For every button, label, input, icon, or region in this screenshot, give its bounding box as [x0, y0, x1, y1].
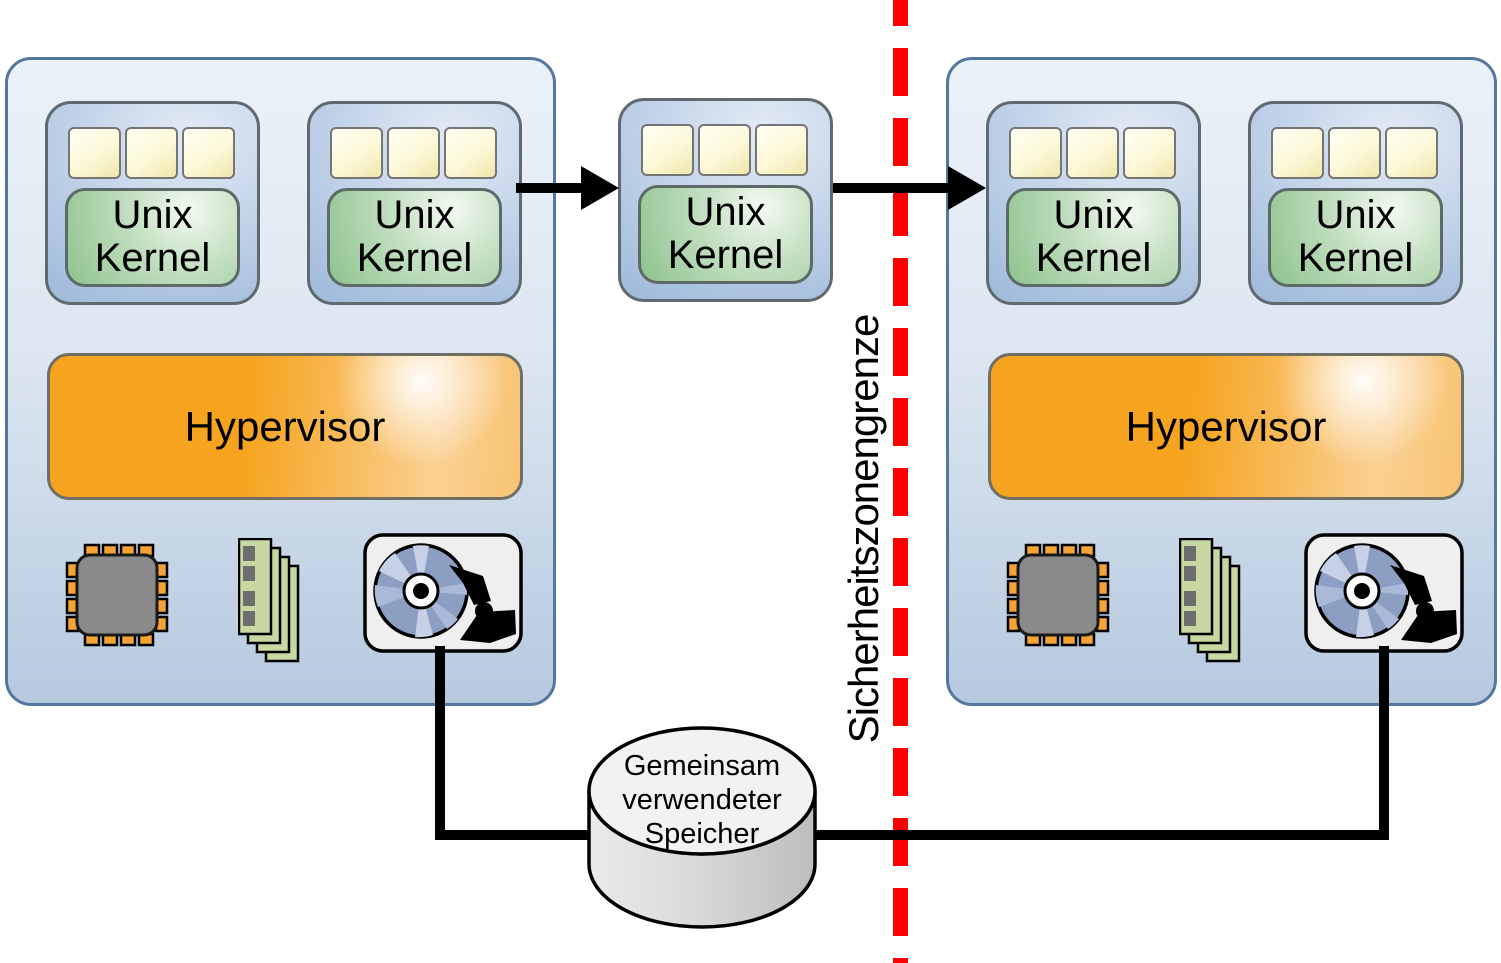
unix-kernel-box: Unix Kernel [638, 185, 813, 284]
security-zone-boundary-label: Sicherheitszonengrenze [840, 314, 887, 744]
app-slots [68, 127, 235, 179]
cpu-chip-icon [65, 543, 169, 647]
host-box-right: Unix Kernel Unix Kernel Hypervisor [946, 57, 1497, 706]
storage-label-line1: Gemeinsam [623, 750, 781, 782]
vm-box-left-1: Unix Kernel [45, 101, 260, 305]
kernel-label-line1: Unix [685, 190, 766, 234]
app-slot-square [755, 124, 808, 176]
storage-label-line2: verwendeter [622, 784, 782, 816]
app-slots [1271, 127, 1438, 179]
security-zone-boundary-dashed-line [893, 0, 908, 963]
hypervisor-label: Hypervisor [184, 402, 386, 450]
vm-box-right-2: Unix Kernel [1248, 101, 1463, 305]
app-slot-square [1066, 127, 1119, 179]
kernel-label-line1: Unix [1053, 193, 1134, 237]
app-slot-square [1328, 127, 1381, 179]
app-slot-square [1271, 127, 1324, 179]
kernel-label-line1: Unix [112, 193, 193, 237]
hypervisor-bar: Hypervisor [47, 353, 523, 500]
kernel-label-line2: Kernel [356, 236, 473, 280]
host-box-left: Unix Kernel Unix Kernel Hypervisor [5, 57, 556, 706]
memory-modules-icon [1179, 538, 1241, 663]
app-slot-square [330, 127, 383, 179]
vm-box-right-1: Unix Kernel [986, 101, 1201, 305]
shared-storage-connector-line [435, 646, 1389, 840]
app-slots [330, 127, 497, 179]
app-slot-square [125, 127, 178, 179]
vm-box-migrating: Unix Kernel [618, 98, 833, 302]
app-slot-square [1009, 127, 1062, 179]
app-slot-square [387, 127, 440, 179]
app-slot-square [68, 127, 121, 179]
unix-kernel-box: Unix Kernel [327, 188, 502, 287]
app-slots [1009, 127, 1176, 179]
storage-label-line3: Speicher [644, 818, 760, 850]
app-slot-square [698, 124, 751, 176]
migration-arrow-left [516, 166, 619, 210]
shared-storage-cylinder [587, 726, 817, 929]
shared-storage-label: Gemeinsam verwendeter Speicher [582, 749, 822, 851]
app-slot-square [444, 127, 497, 179]
memory-modules-icon [238, 538, 300, 663]
disk-actuator-arm [1390, 565, 1457, 643]
cpu-chip-icon [1006, 543, 1110, 647]
hard-disk-icon [363, 533, 523, 653]
hard-disk-icon [1304, 533, 1464, 653]
migration-arrow-right [833, 166, 986, 210]
unix-kernel-box: Unix Kernel [1006, 188, 1181, 287]
app-slot-square [1123, 127, 1176, 179]
app-slots [641, 124, 808, 176]
kernel-label-line2: Kernel [667, 233, 784, 277]
kernel-label-line1: Unix [374, 193, 455, 237]
app-slot-square [182, 127, 235, 179]
unix-kernel-box: Unix Kernel [65, 188, 240, 287]
vm-box-left-2: Unix Kernel [307, 101, 522, 305]
hypervisor-bar: Hypervisor [988, 353, 1464, 500]
kernel-label-line1: Unix [1315, 193, 1396, 237]
disk-actuator-arm [449, 565, 516, 643]
app-slot-square [1385, 127, 1438, 179]
app-slot-square [641, 124, 694, 176]
kernel-label-line2: Kernel [1035, 236, 1152, 280]
hypervisor-label: Hypervisor [1125, 402, 1327, 450]
unix-kernel-box: Unix Kernel [1268, 188, 1443, 287]
kernel-label-line2: Kernel [94, 236, 211, 280]
kernel-label-line2: Kernel [1297, 236, 1414, 280]
